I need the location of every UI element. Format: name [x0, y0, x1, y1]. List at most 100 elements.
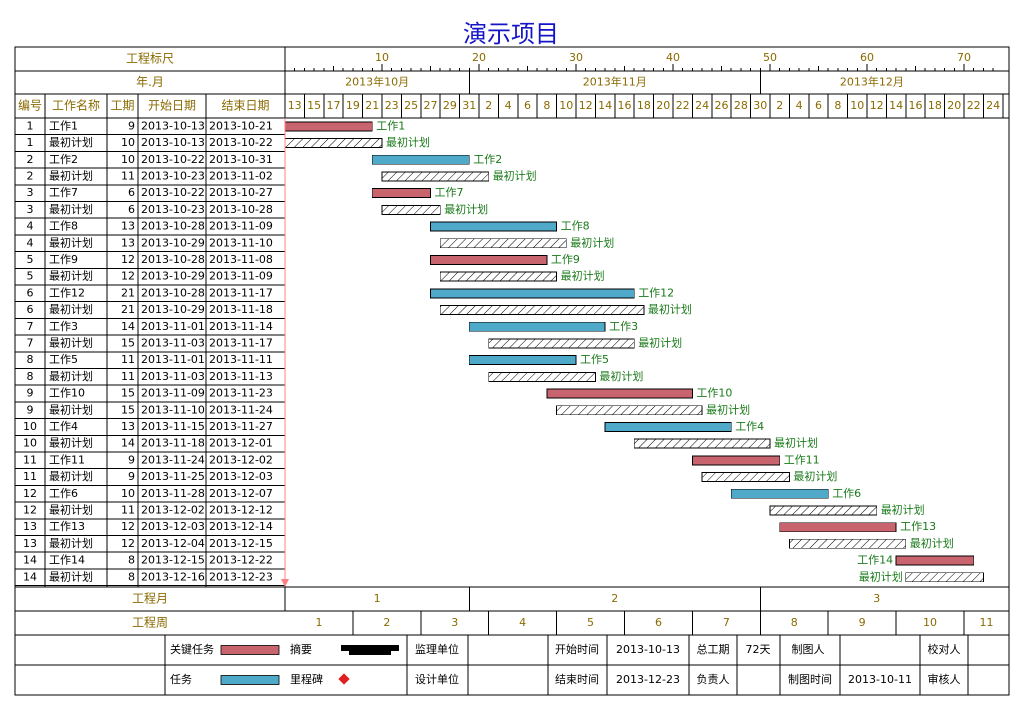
- day-label: 24: [695, 99, 709, 112]
- gantt-bar-label: 最初计划: [599, 369, 643, 383]
- task-start: 2013-10-13: [141, 119, 205, 132]
- task-duration: 15: [121, 387, 135, 400]
- gantt-bar-label: 最初计划: [493, 168, 537, 182]
- day-label: 26: [715, 99, 729, 112]
- project-week-number: 6: [655, 616, 662, 629]
- day-label: 29: [443, 99, 457, 112]
- task-id: 14: [23, 570, 37, 583]
- gantt-bar: [430, 288, 635, 299]
- task-duration: 11: [121, 169, 135, 182]
- task-name: 最初计划: [49, 502, 93, 516]
- day-label: 16: [618, 99, 632, 112]
- task-name: 工作13: [49, 520, 85, 533]
- task-duration: 9: [128, 470, 135, 483]
- day-label: 13: [288, 99, 302, 112]
- month-label: 2013年12月: [840, 75, 904, 89]
- task-start: 2013-11-28: [141, 487, 205, 500]
- start-marker-arrow: [281, 579, 289, 587]
- day-label: 15: [307, 99, 321, 112]
- gantt-bar-label: 最初计划: [638, 335, 682, 349]
- task-start: 2013-10-23: [141, 169, 205, 182]
- task-duration: 12: [121, 253, 135, 266]
- gantt-bar-label: 最初计划: [386, 135, 430, 149]
- gantt-bar: [604, 422, 732, 432]
- task-end: 2013-10-28: [209, 203, 273, 216]
- day-label: 4: [796, 99, 803, 112]
- gantt-bar: [284, 121, 373, 132]
- gantt-bar-label: 最初计划: [561, 269, 605, 283]
- gantt-bar-label: 工作14: [857, 554, 893, 567]
- task-id: 8: [27, 370, 34, 383]
- task-name: 最初计划: [49, 402, 93, 416]
- gantt-bar-label: 最初计划: [859, 569, 903, 583]
- task-duration: 8: [128, 570, 135, 583]
- task-start: 2013-11-18: [141, 437, 205, 450]
- task-start: 2013-11-09: [141, 387, 205, 400]
- day-label: 17: [327, 99, 341, 112]
- project-month-number: 2: [611, 592, 618, 605]
- day-label: 24: [986, 99, 1000, 112]
- project-week-number: 2: [383, 616, 390, 629]
- task-id: 5: [27, 253, 34, 266]
- task-name: 工作10: [49, 387, 85, 400]
- task-duration: 13: [121, 220, 135, 233]
- day-label: 28: [734, 99, 748, 112]
- owner-label: 负责人: [697, 672, 730, 686]
- task-id: 7: [27, 336, 34, 349]
- reviewer-label: 审核人: [928, 672, 961, 686]
- task-duration: 11: [121, 353, 135, 366]
- day-label: 4: [505, 99, 512, 112]
- task-end: 2013-11-13: [209, 370, 273, 383]
- task-id: 1: [27, 136, 34, 149]
- project-week-number: 7: [723, 616, 730, 629]
- scale-label: 工程标尺: [126, 51, 174, 66]
- day-label: 30: [753, 99, 767, 112]
- day-label: 10: [850, 99, 864, 112]
- task-start: 2013-10-29: [141, 236, 205, 249]
- day-label: 2: [485, 99, 492, 112]
- gantt-bar-label: 最初计划: [444, 202, 488, 216]
- end-time-value: 2013-12-23: [616, 673, 680, 686]
- gantt-bar-label: 最初计划: [793, 469, 837, 483]
- task-name: 工作12: [49, 286, 85, 299]
- task-duration: 6: [128, 186, 135, 199]
- gantt-bar: [284, 138, 383, 148]
- task-end: 2013-10-21: [209, 119, 273, 132]
- task-end: 2013-11-11: [209, 353, 273, 366]
- gantt-bar: [730, 488, 829, 499]
- task-start: 2013-10-13: [141, 136, 205, 149]
- task-end: 2013-12-07: [209, 487, 273, 500]
- task-start: 2013-11-03: [141, 336, 205, 349]
- gantt-bar-label: 工作6: [832, 487, 861, 500]
- checker-label: 校对人: [928, 642, 961, 656]
- task-name: 最初计划: [49, 436, 93, 450]
- task-start: 2013-10-29: [141, 270, 205, 283]
- gantt-bar-label: 最初计划: [570, 235, 614, 249]
- day-label: 10: [559, 99, 573, 112]
- task-end: 2013-12-01: [209, 437, 273, 450]
- legend-summary-label: 摘要: [290, 642, 312, 656]
- gantt-bar: [546, 388, 693, 399]
- gantt-bar: [439, 238, 567, 249]
- project-week-number: 11: [980, 616, 994, 629]
- task-duration: 11: [121, 370, 135, 383]
- gantt-bar: [371, 154, 470, 165]
- month-label: 2013年10月: [345, 75, 409, 89]
- task-end: 2013-12-03: [209, 470, 273, 483]
- task-id: 8: [27, 353, 34, 366]
- gantt-bar: [895, 555, 975, 566]
- task-duration: 12: [121, 270, 135, 283]
- task-end: 2013-11-02: [209, 169, 273, 182]
- task-name: 工作9: [49, 253, 78, 266]
- day-label: 20: [947, 99, 961, 112]
- task-duration: 21: [121, 303, 135, 316]
- task-end: 2013-11-10: [209, 236, 273, 249]
- draw-time-value: 2013-10-11: [848, 673, 912, 686]
- task-end: 2013-11-09: [209, 220, 273, 233]
- gantt-bar: [789, 538, 907, 549]
- task-duration: 13: [121, 420, 135, 433]
- end-time-label: 结束时间: [555, 673, 599, 686]
- task-name: 工作14: [49, 554, 85, 567]
- task-duration: 10: [121, 153, 135, 166]
- gantt-bar: [701, 472, 790, 482]
